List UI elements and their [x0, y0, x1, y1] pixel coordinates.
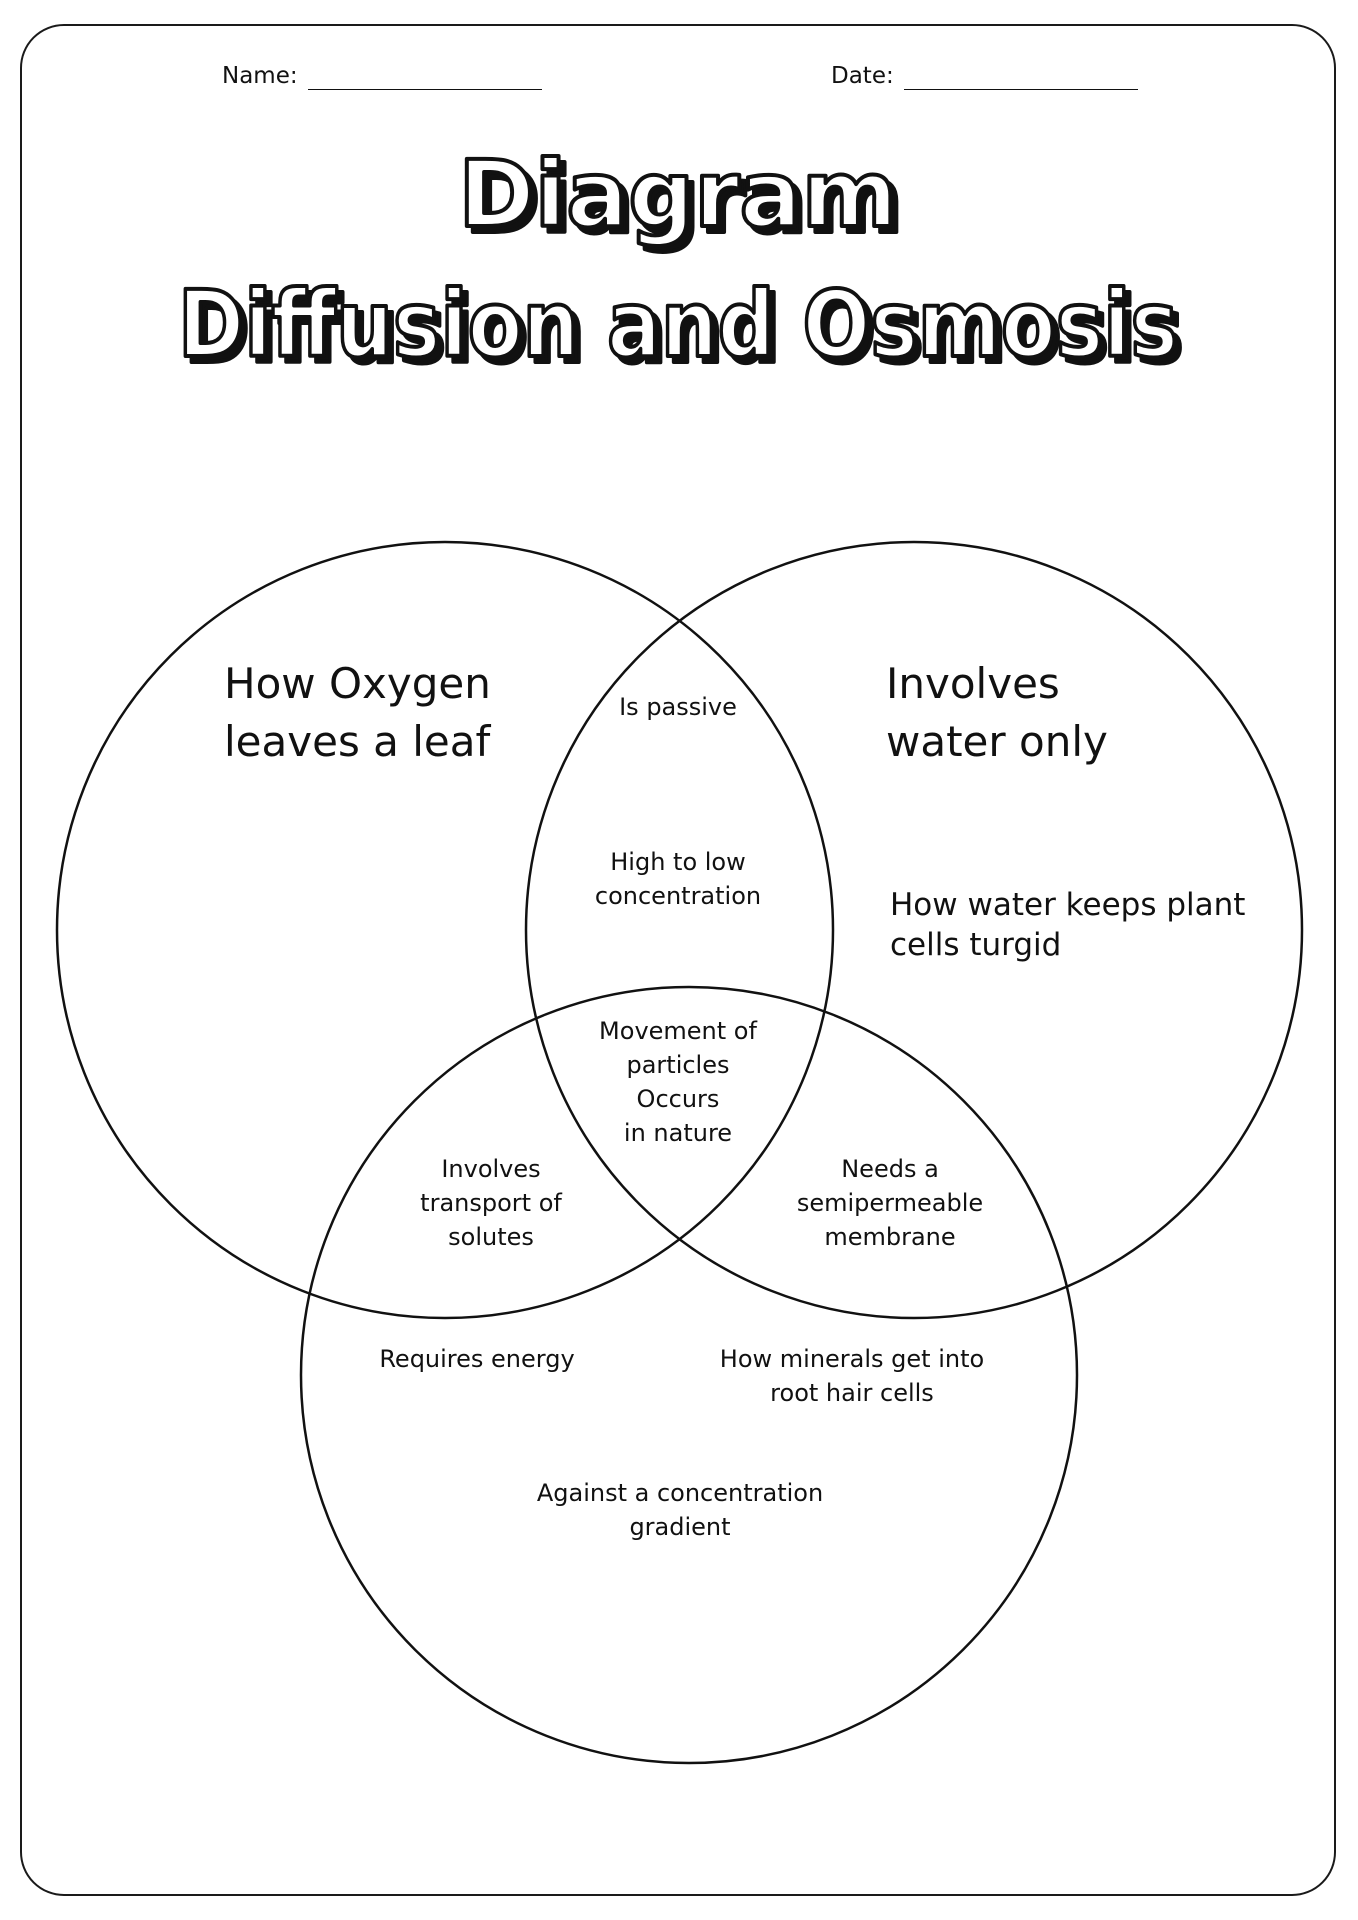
concentration-label: High to low concentration — [594, 848, 762, 910]
date-label: Date: — [831, 63, 894, 89]
requires-energy-label: Requires energy — [379, 1345, 575, 1373]
osmosis-circle — [524, 540, 1304, 1320]
name-line[interactable] — [307, 65, 542, 90]
diffusion-active-label: Involves transport of solutes — [420, 1155, 562, 1251]
worksheet-border — [20, 24, 1336, 1896]
title-line1: Diagram — [458, 141, 897, 248]
title-line1-shadow: Diagram — [464, 147, 903, 254]
osmosis-only-label-2: How water keeps plant cells turgid — [890, 887, 1246, 963]
date-field[interactable]: Date: — [831, 62, 1138, 90]
date-line[interactable] — [903, 65, 1138, 90]
active-transport-circle — [299, 985, 1079, 1765]
name-field[interactable]: Name: — [222, 62, 542, 90]
osmosis-active-label: Needs a semipermeable membrane — [796, 1155, 984, 1251]
minerals-label: How minerals get into root hair cells — [719, 1345, 985, 1407]
title-line2: Diffusion and Osmosis — [178, 271, 1178, 378]
osmosis-only-label-1: Involves water only — [886, 659, 1108, 766]
diffusion-only-label: How Oxygen leaves a leaf — [224, 659, 491, 766]
title-line2-shadow: Diffusion and Osmosis — [184, 277, 1184, 384]
name-label: Name: — [222, 63, 298, 89]
center-label: Movement of particles Occurs in nature — [599, 1017, 757, 1147]
page-title: Diagram Diffusion and Osmosis Diagram Di… — [176, 139, 1186, 386]
gradient-label: Against a concentration gradient — [536, 1479, 824, 1541]
passive-label: Is passive — [619, 693, 737, 721]
diffusion-circle — [55, 540, 835, 1320]
